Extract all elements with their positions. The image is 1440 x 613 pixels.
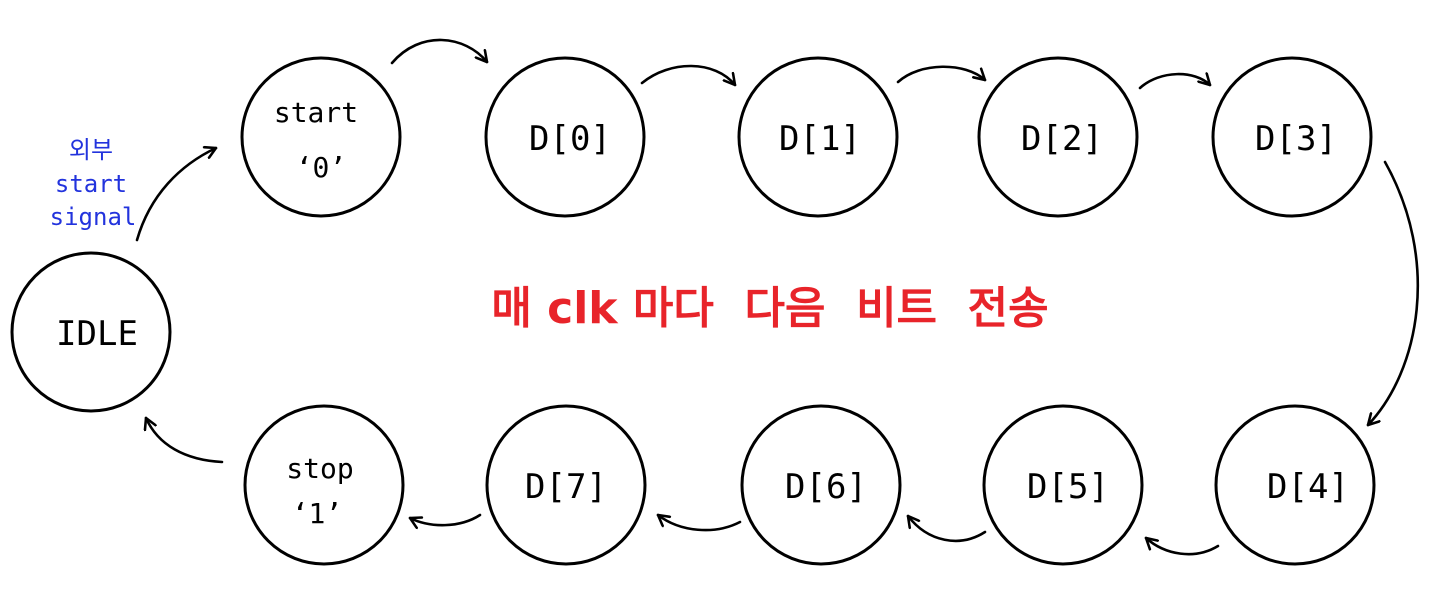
arrow-d3-to-d4 bbox=[1366, 160, 1419, 427]
arrow-d6-to-d7 bbox=[656, 513, 742, 532]
state-d4: D[4] bbox=[1214, 404, 1376, 566]
state-d3-label: D[3] bbox=[1255, 119, 1337, 159]
arrow-d2-to-d3 bbox=[1138, 74, 1212, 90]
external-start-note: 외부 start signal bbox=[50, 136, 137, 231]
state-d0-label: D[0] bbox=[529, 119, 611, 159]
state-d1-label: D[1] bbox=[779, 119, 861, 159]
state-d6-label: D[6] bbox=[785, 467, 867, 507]
arrow-stop-to-idle bbox=[146, 416, 224, 464]
note-line-3: signal bbox=[50, 203, 137, 231]
state-d2: D[2] bbox=[977, 56, 1139, 218]
state-idle: IDLE bbox=[10, 251, 172, 413]
arrow-d5-to-d6 bbox=[906, 514, 987, 543]
state-d0: D[0] bbox=[484, 56, 646, 218]
center-caption: 매 clk 마다 다음 비트 전송 bbox=[491, 283, 1048, 334]
state-d5: D[5] bbox=[982, 404, 1144, 566]
state-d3: D[3] bbox=[1211, 56, 1373, 218]
arrow-start-to-d0 bbox=[390, 38, 489, 65]
state-d7: D[7] bbox=[485, 404, 647, 566]
arrow-d1-to-d2 bbox=[896, 65, 987, 84]
state-stop-label: stop bbox=[286, 452, 353, 485]
state-start-label: start bbox=[274, 96, 358, 129]
note-line-1: 외부 bbox=[69, 136, 113, 164]
state-stop: stop ‘1’ bbox=[243, 404, 405, 566]
state-d1: D[1] bbox=[737, 56, 899, 218]
state-d6: D[6] bbox=[740, 404, 902, 566]
note-line-2: start bbox=[55, 170, 127, 198]
state-d4-label: D[4] bbox=[1267, 467, 1349, 507]
state-d2-label: D[2] bbox=[1021, 119, 1103, 159]
state-start: start ‘0’ bbox=[240, 56, 402, 218]
state-stop-bit: ‘1’ bbox=[292, 497, 343, 530]
arrow-d4-to-d5 bbox=[1144, 536, 1220, 556]
state-start-bit: ‘0’ bbox=[296, 151, 347, 184]
state-d5-label: D[5] bbox=[1027, 467, 1109, 507]
state-d7-label: D[7] bbox=[525, 467, 607, 507]
arrow-idle-to-start bbox=[135, 148, 218, 242]
state-idle-label: IDLE bbox=[56, 314, 138, 354]
arrow-d7-to-stop bbox=[408, 513, 482, 525]
arrow-d0-to-d1 bbox=[640, 64, 737, 87]
